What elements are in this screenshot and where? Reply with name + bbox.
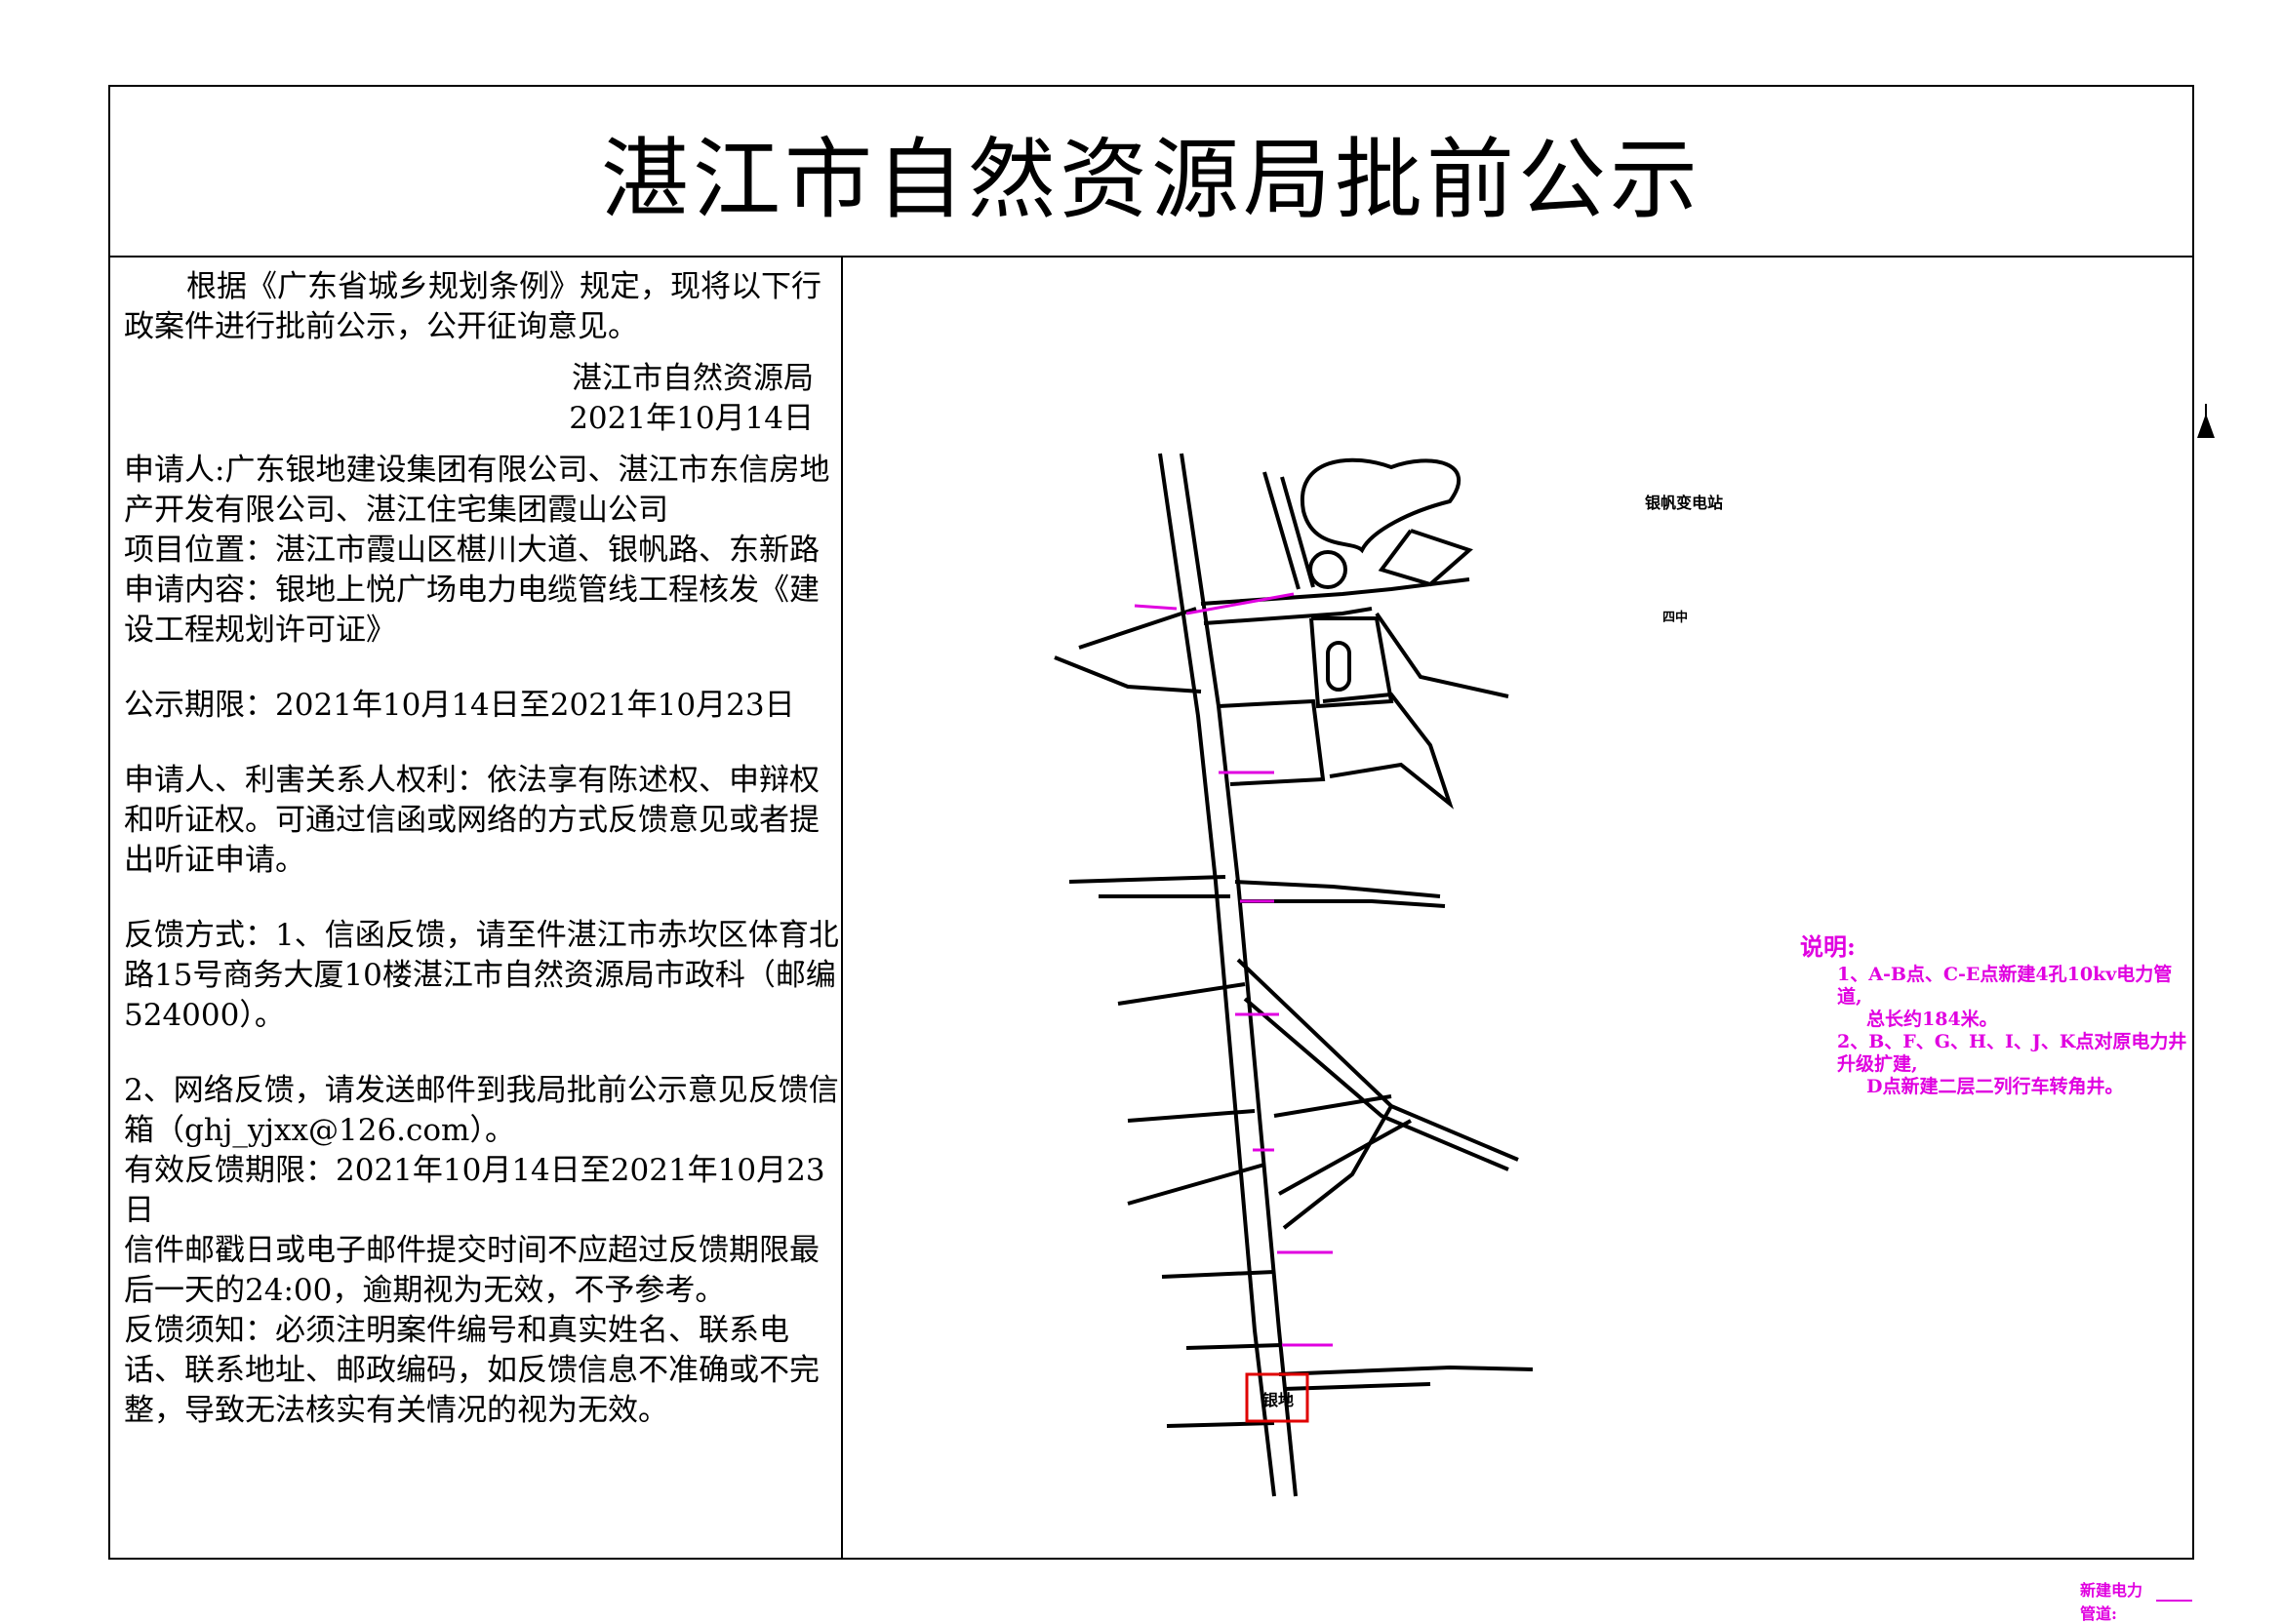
issuer: 湛江市自然资源局 [572,361,814,396]
rights: 申请人、利害关系人权利：依法享有陈述权、申辩权和听证权。可通过信函或网络的方式反… [124,763,820,878]
project-location: 项目位置：湛江市霞山区椹川大道、银帆路、东新路 [124,533,820,568]
notice-text-panel: 根据《广东省城乡规划条例》规定，现将以下行政案件进行批前公示，公开征询意见。 湛… [110,257,843,1558]
road-w5 [1117,982,1246,1006]
roads [1054,453,1534,1497]
legend-item-2-cont: D点新建二层二列行车转角井。 [1866,1076,2124,1097]
legend-item-1-cont: 总长约184米。 [1866,1009,1998,1030]
road-w1 [1078,607,1197,650]
road-ne-1 [1262,471,1301,590]
road-diagonal-2 [1243,997,1509,1171]
road-w7 [1127,1163,1265,1206]
substation-label: 银帆变电站 [1645,494,1724,512]
feedback-letter: 反馈方式：1、信函反馈，请至件湛江市赤坎区体育北路15号商务大厦10楼湛江市自然… [124,918,839,1033]
road-w8 [1161,1270,1275,1279]
pipeline-segment [1134,604,1178,611]
road-w6 [1127,1109,1256,1123]
road-upper-cross-2 [1203,607,1373,625]
pipeline-legend-swatch [2155,1600,2192,1602]
legend-item-2: 2、B、F、G、H、I、J、K点对原电力井升级扩建, [1837,1031,2187,1075]
feedback-notes: 反馈须知：必须注明案件编号和真实姓名、联系电话、联系地址、邮政编码，如反馈信息不… [124,1313,820,1428]
road-w2 [1054,655,1202,693]
road-map [1054,404,2215,1497]
road-mid-cross-2 [1240,899,1446,908]
intro-text: 根据《广东省城乡规划条例》规定，现将以下行政案件进行批前公示，公开征询意见。 [124,269,821,344]
new-power-pipelines [1134,592,1333,1347]
road-w10 [1166,1421,1275,1428]
road-w9 [1185,1343,1283,1350]
road-ne-2 [1280,476,1315,588]
block-2 [1218,698,1326,786]
school-block [1309,616,1394,709]
road-e2 [1278,1119,1412,1196]
substation-circle [1308,550,1347,589]
issue-date: 2021年10月14日 [569,401,814,436]
road-e3 [1282,1105,1393,1230]
legend-item-1: 1、A-B点、C-E点新建4孔10kv电力管道, [1837,964,2173,1008]
notice-frame: 湛江市自然资源局批前公示 根据《广东省城乡规划条例》规定，现将以下行政案件进行批… [108,85,2215,1623]
notice-period: 公示期限：2021年10月14日至2021年10月23日 [124,688,795,723]
site-map: 银帆变电站 四中 银地 说明: 1、A-B点、C-E点新建4孔10kv电力管道,… [845,257,2215,1623]
feedback-email: 2、网络反馈，请发送邮件到我局批前公示意见反馈信箱（ghj_yjxx@126.c… [124,1073,839,1148]
substation-block [1378,529,1473,587]
legend-heading: 说明: [1800,932,1856,961]
site-label: 银地 [1262,1391,1295,1409]
road-bottom-cross [1278,1365,1534,1376]
pipeline-line-legend: 新建电力管道: [2080,1577,2192,1624]
school-track [1326,641,1351,692]
page-title: 湛江市自然资源局批前公示 [601,128,1701,231]
block-3 [1322,692,1455,810]
road-e1 [1273,1094,1392,1118]
substation-outline [1300,457,1461,554]
map-legend: 说明: 1、A-B点、C-E点新建4孔10kv电力管道, 总长约184米。 2、… [1800,935,2192,1098]
applicant: 申请人:广东银地建设集团有限公司、湛江市东信房地产开发有限公司、湛江住宅集团霞山… [124,453,830,528]
north-arrow-icon [2197,404,2215,438]
site-boundary [1245,1372,1309,1423]
valid-period: 有效反馈期限：2021年10月14日至2021年10月23日 [124,1153,825,1228]
road-main-west [1158,453,1276,1497]
road-w3 [1068,875,1226,884]
deadline-note: 信件邮戳日或电子邮件提交时间不应超过反馈期限最后一天的24:00，逾期视为无效，… [124,1233,820,1308]
title-row: 湛江市自然资源局批前公示 [110,87,2192,257]
school-label: 四中 [1662,611,1689,625]
road-east-loop [1375,612,1509,698]
pipeline-segment [1185,592,1295,615]
pipeline-legend-label: 新建电力管道: [2080,1581,2143,1623]
road-mid-cross [1234,880,1441,898]
application-content: 申请内容：银地上悦广场电力电缆管线工程核发《建设工程规划许可证》 [124,573,820,648]
